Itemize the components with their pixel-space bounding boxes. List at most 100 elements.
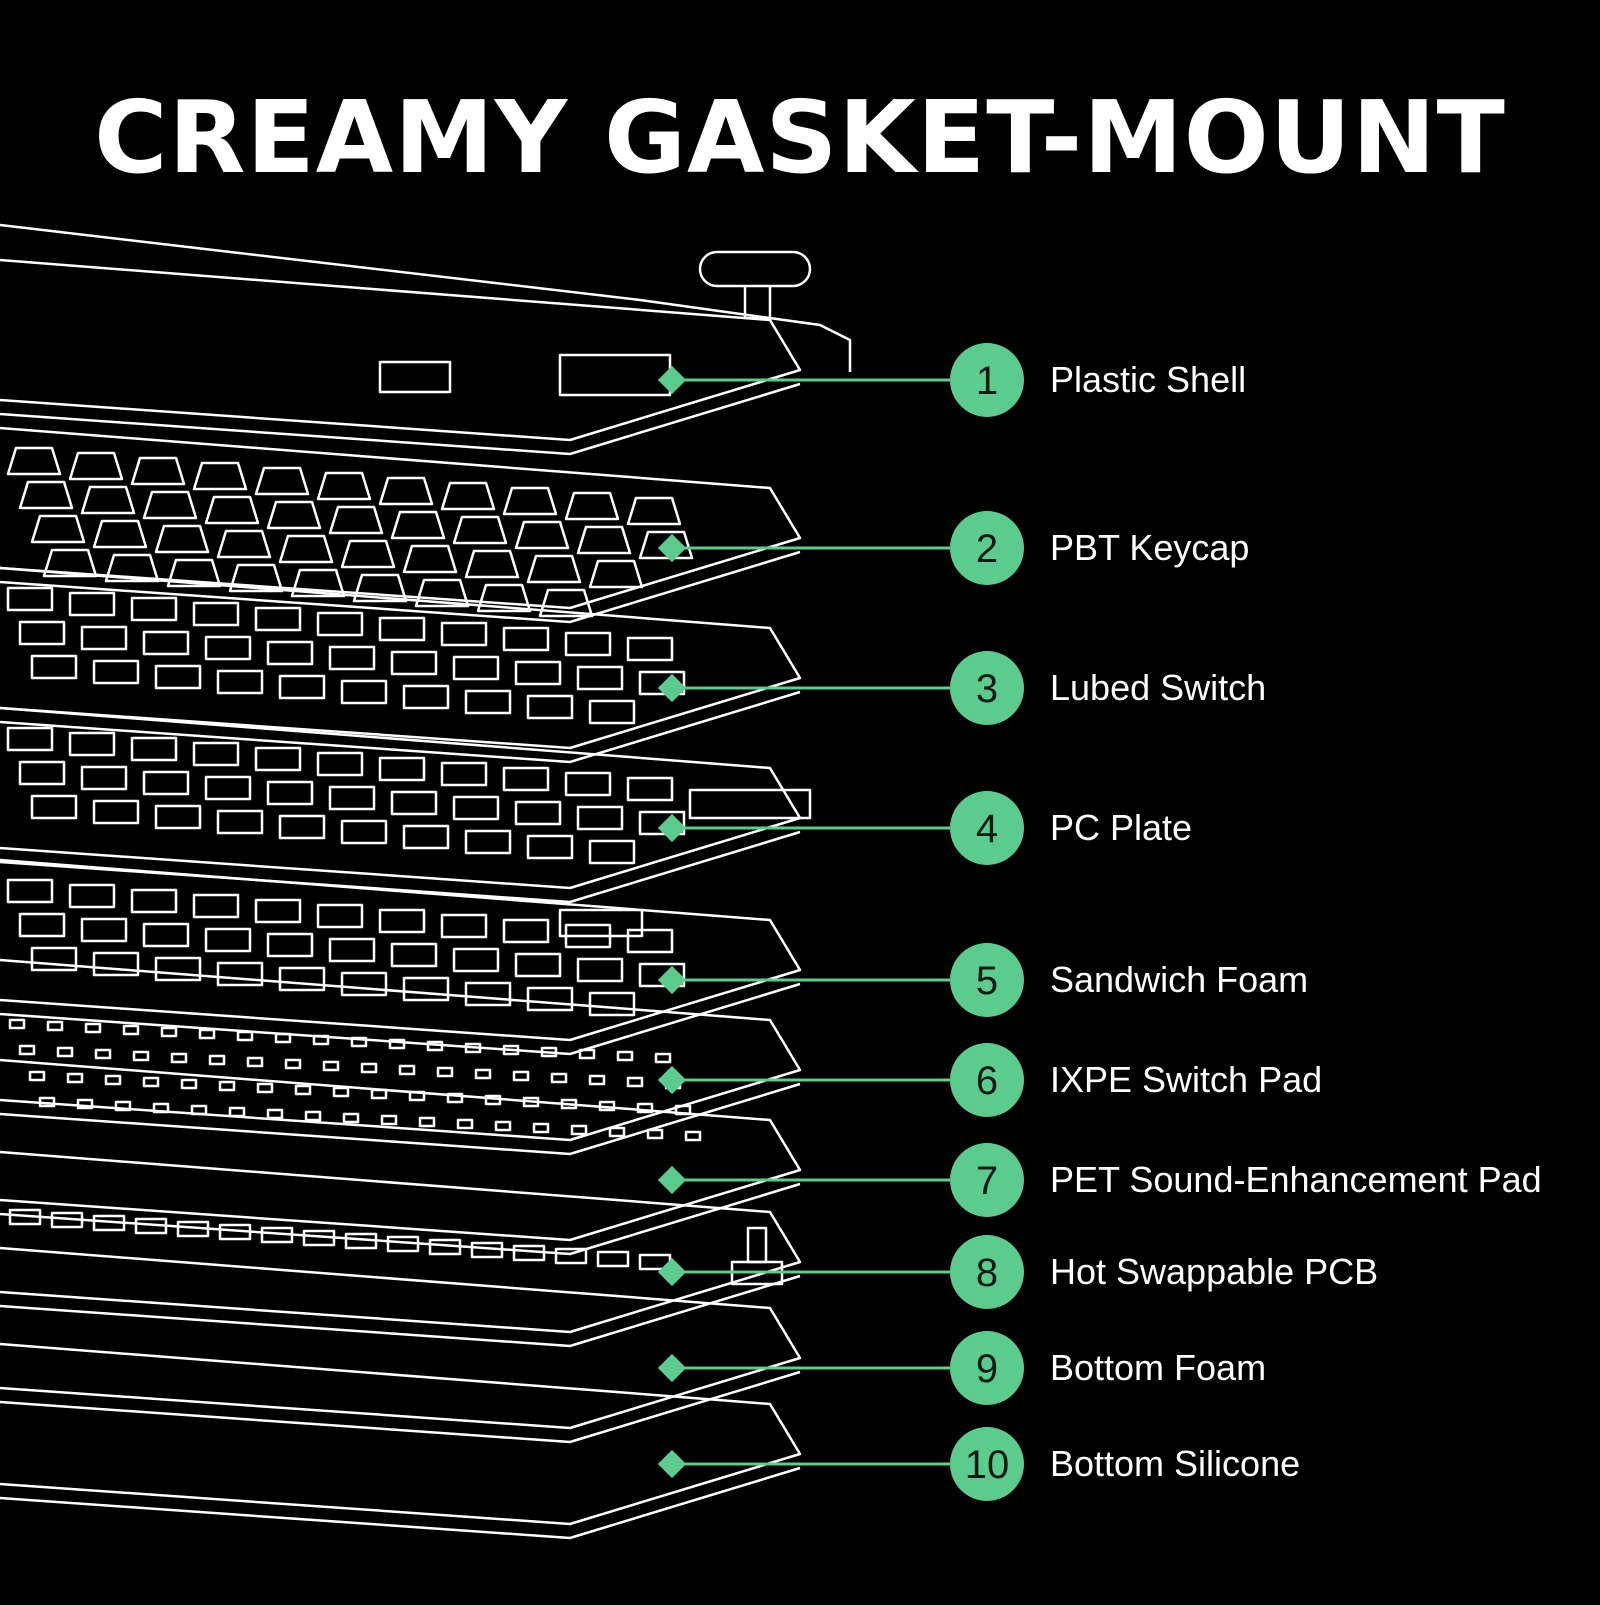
pad-hole bbox=[388, 1038, 406, 1050]
badge-4 bbox=[950, 791, 1024, 865]
pcb-socket bbox=[428, 1238, 462, 1256]
badge-6 bbox=[950, 1043, 1024, 1117]
switch bbox=[340, 679, 388, 705]
cell bbox=[80, 765, 128, 791]
anchor-diamond-4 bbox=[657, 813, 687, 843]
cell bbox=[638, 810, 686, 836]
cell bbox=[328, 937, 376, 963]
pad-hole bbox=[418, 1116, 436, 1128]
pad-hole bbox=[464, 1042, 482, 1054]
pad-hole bbox=[456, 1118, 474, 1130]
cell bbox=[142, 770, 190, 796]
cell bbox=[6, 878, 54, 904]
switch bbox=[18, 620, 66, 646]
pcb-socket bbox=[386, 1235, 420, 1253]
cell bbox=[216, 961, 264, 987]
pad-hole bbox=[332, 1086, 350, 1098]
cell bbox=[154, 804, 202, 830]
switch bbox=[440, 621, 488, 647]
pad-hole bbox=[274, 1032, 292, 1044]
pcb-socket bbox=[344, 1232, 378, 1250]
pad-hole bbox=[646, 1128, 664, 1140]
pcb-socket bbox=[302, 1229, 336, 1247]
badge-number-5: 5 bbox=[976, 959, 998, 1003]
switch-sample bbox=[746, 1226, 768, 1264]
switch bbox=[514, 660, 562, 686]
cell bbox=[328, 785, 376, 811]
key bbox=[626, 496, 682, 526]
pad-hole bbox=[170, 1052, 188, 1064]
sandwich-foam-layer-outline bbox=[0, 858, 802, 1042]
anchor-diamond-10 bbox=[657, 1449, 687, 1479]
key bbox=[80, 485, 136, 515]
bottom-silicone-layer-outline bbox=[0, 1342, 802, 1526]
key bbox=[464, 549, 520, 579]
pad-hole bbox=[684, 1130, 702, 1142]
key bbox=[68, 451, 124, 481]
pad-hole bbox=[122, 1024, 140, 1036]
plastic-shell-layer-outline bbox=[0, 258, 802, 442]
key bbox=[440, 481, 496, 511]
pcb-socket bbox=[8, 1208, 42, 1226]
pad-hole bbox=[550, 1072, 568, 1084]
callout-label-1: Plastic Shell bbox=[1050, 359, 1247, 400]
page-title: CREAMY GASKET-MOUNT bbox=[94, 79, 1506, 196]
cell bbox=[92, 799, 140, 825]
badge-number-8: 8 bbox=[976, 1251, 998, 1295]
cell bbox=[390, 942, 438, 968]
cell bbox=[514, 952, 562, 978]
callout-label-3: Lubed Switch bbox=[1050, 667, 1267, 708]
switch bbox=[464, 689, 512, 715]
key bbox=[154, 524, 210, 554]
switch bbox=[638, 670, 686, 696]
badge-1 bbox=[950, 343, 1024, 417]
pad-hole bbox=[616, 1050, 634, 1062]
switch bbox=[154, 664, 202, 690]
pad-hole bbox=[654, 1052, 672, 1064]
pad-hole bbox=[532, 1122, 550, 1134]
switch-layer bbox=[0, 566, 802, 764]
badge-number-7: 7 bbox=[976, 1159, 998, 1203]
pcb-socket bbox=[260, 1226, 294, 1244]
key bbox=[92, 519, 148, 549]
key bbox=[476, 583, 532, 613]
switch bbox=[278, 674, 326, 700]
pad-hole bbox=[494, 1120, 512, 1132]
switch bbox=[192, 601, 240, 627]
pad-hole bbox=[190, 1104, 208, 1116]
cell bbox=[402, 976, 450, 1002]
pad-hole bbox=[474, 1068, 492, 1080]
key bbox=[514, 520, 570, 550]
pad-hole bbox=[342, 1112, 360, 1124]
cell bbox=[80, 917, 128, 943]
pad-hole bbox=[540, 1046, 558, 1058]
cell bbox=[68, 883, 116, 909]
pad-hole bbox=[56, 1046, 74, 1058]
key bbox=[526, 554, 582, 584]
cell bbox=[526, 986, 574, 1012]
cell bbox=[588, 991, 636, 1017]
switch bbox=[588, 699, 636, 725]
anchor-diamond-9 bbox=[657, 1353, 687, 1383]
pad-hole bbox=[570, 1124, 588, 1136]
cell bbox=[440, 913, 488, 939]
switch bbox=[390, 650, 438, 676]
key bbox=[378, 476, 434, 506]
badge-number-2: 2 bbox=[976, 527, 998, 571]
key bbox=[6, 446, 62, 476]
cell bbox=[154, 956, 202, 982]
cell bbox=[626, 928, 674, 954]
switch bbox=[254, 606, 302, 632]
cell bbox=[390, 790, 438, 816]
cell bbox=[130, 736, 178, 762]
badge-5 bbox=[950, 943, 1024, 1017]
switch bbox=[130, 596, 178, 622]
badge-number-9: 9 bbox=[976, 1347, 998, 1391]
stabilizer bbox=[688, 788, 812, 820]
badge-2 bbox=[950, 511, 1024, 585]
pcb-layer-outline bbox=[0, 1150, 802, 1334]
cell bbox=[340, 819, 388, 845]
pad-hole bbox=[588, 1074, 606, 1086]
pcb-socket bbox=[512, 1244, 546, 1262]
